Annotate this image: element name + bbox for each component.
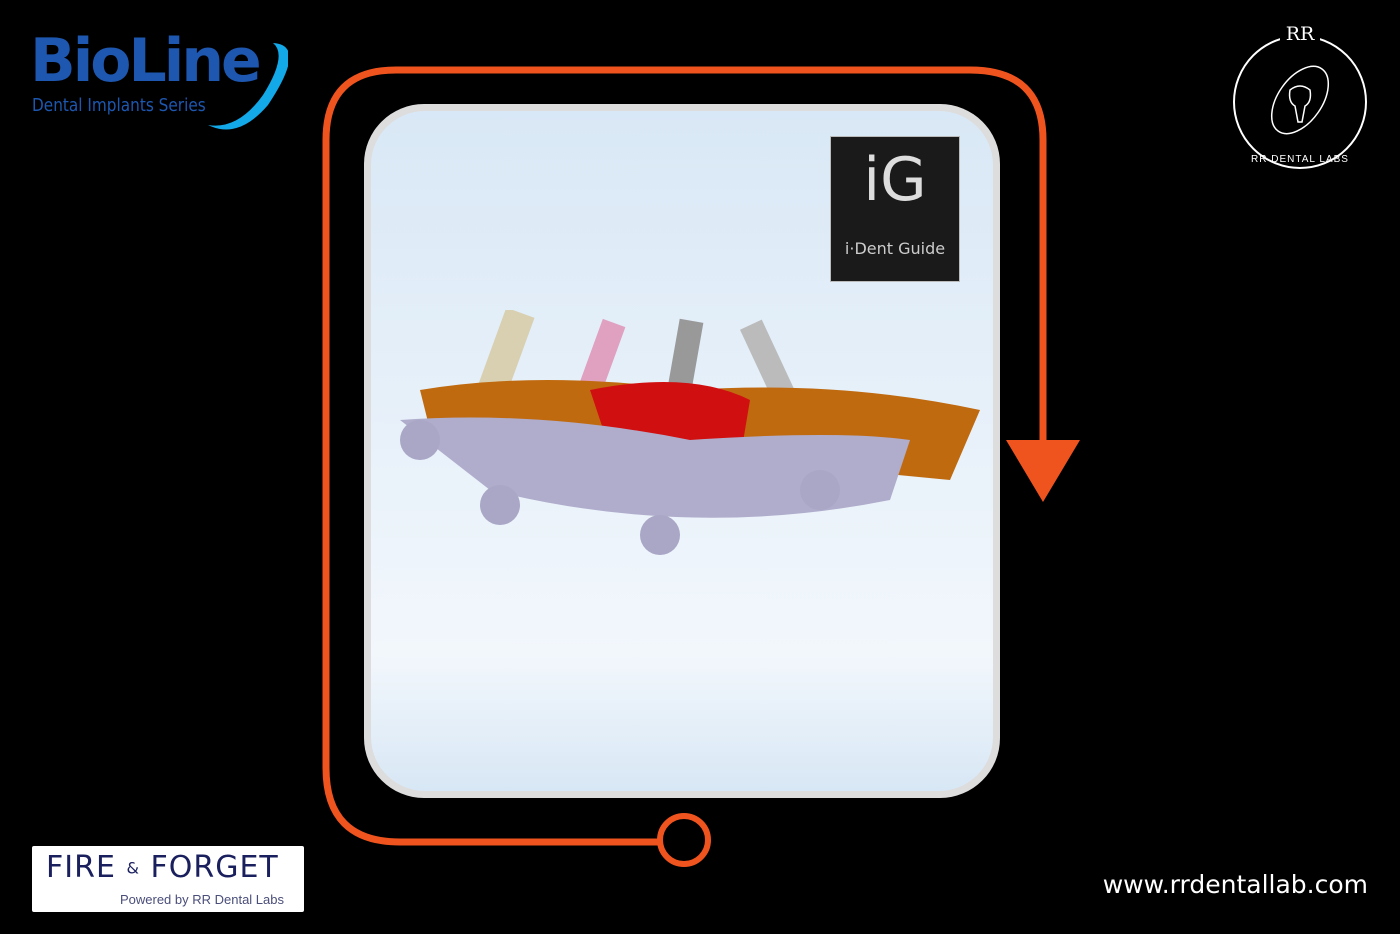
ig-mark: iG <box>863 145 927 215</box>
lab-name: RR DENTAL LABS <box>1251 154 1349 165</box>
surgical-guide-model-image <box>400 310 980 555</box>
badge-amp: & <box>126 858 140 878</box>
badge-title-left: FIRE <box>46 850 116 885</box>
bioline-logo: BioLine Dental Implants Series <box>28 30 288 140</box>
swoosh-icon <box>208 43 288 130</box>
rr-dental-labs-logo: RR RR DENTAL LABS <box>1230 22 1370 182</box>
brand-name: BioLine <box>30 26 262 96</box>
badge-subtitle: Powered by RR Dental Labs <box>119 892 284 907</box>
fire-and-forget-badge: FIRE & FORGET Powered by RR Dental Labs <box>32 846 304 912</box>
badge-title-right: FORGET <box>150 850 279 885</box>
lab-monogram: RR <box>1285 23 1315 45</box>
ident-guide-logo: iG i·Dent Guide <box>830 136 960 282</box>
ig-name: i·Dent Guide <box>844 239 946 258</box>
brand-tagline: Dental Implants Series <box>32 95 206 116</box>
tooth-implant-icon <box>1233 24 1367 169</box>
website-link[interactable]: www.rrdentallab.com <box>1102 870 1368 899</box>
